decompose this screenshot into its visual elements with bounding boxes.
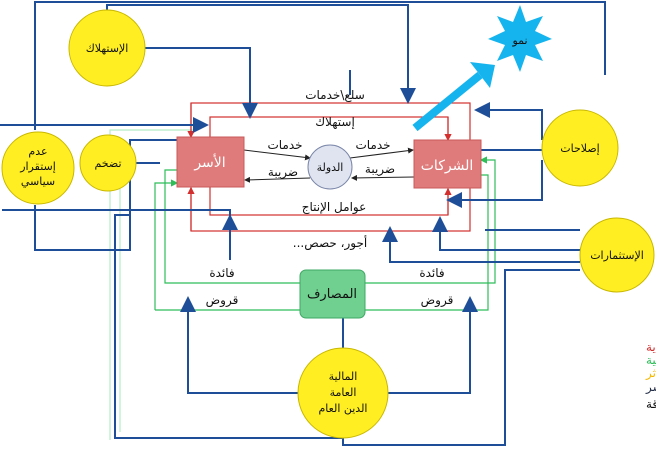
legend-economic: الدائرة الإقتصادية — [646, 340, 656, 355]
tax-right-label: ضريبة — [365, 162, 395, 177]
banks-label: المصارف — [307, 287, 357, 302]
factors-of-production-label: عوامل الإنتاج — [302, 200, 367, 215]
state-label: الدولة — [317, 161, 344, 174]
services-right-label: خدمات — [355, 138, 390, 152]
consumption-circle[interactable] — [68, 9, 146, 87]
tax-left-label: ضريبة — [268, 165, 298, 180]
households-label: الأسر — [193, 153, 225, 171]
public-finance-circle[interactable] — [297, 347, 389, 439]
banks-box[interactable]: المصارف — [299, 269, 366, 319]
instability-label-1: عدم — [28, 145, 47, 158]
author-credit: د. جاسم عجاقة — [646, 397, 656, 411]
households-box[interactable]: الأسر — [176, 136, 245, 188]
interest-left-label: فائدة — [209, 266, 234, 280]
public-finance-label-3: الدين العام — [319, 402, 368, 415]
firms-label: الشركات — [421, 158, 473, 174]
public-finance-label-2: العامة — [330, 386, 357, 399]
goods-services-label: سلع\خدمات — [305, 88, 365, 102]
firms-box[interactable]: الشركات — [413, 139, 482, 189]
wages-shares-label: أجور، حصص... — [293, 235, 367, 251]
reforms-circle[interactable] — [541, 109, 619, 187]
public-finance-label-1: المالية — [329, 370, 358, 383]
legend-direct: تأثير مباشر — [645, 378, 656, 395]
instability-circle[interactable] — [1, 131, 75, 205]
state-flow-arrows — [243, 147, 415, 183]
growth-arrow-head — [470, 62, 495, 88]
financial-circuit-lines — [109, 129, 496, 440]
consumption-flow-label: إستهلاك — [315, 115, 355, 129]
legend-factors: عوامل التأثر — [645, 364, 656, 381]
growth-arrow — [412, 71, 483, 132]
legend: الدائرة الإقتصادية الدائرة المالية عوامل… — [645, 340, 656, 411]
inflation-circle[interactable] — [79, 134, 137, 192]
reforms-label: إصلاحات — [560, 142, 599, 155]
investments-label: الإستثمارات — [590, 249, 644, 262]
state-circle[interactable]: الدولة — [307, 144, 353, 190]
instability-label-3: سياسي — [21, 175, 55, 188]
growth-star — [488, 5, 552, 72]
interest-right-label: فائدة — [419, 266, 444, 280]
services-left-label: خدمات — [267, 138, 302, 152]
legend-financial: الدائرة المالية — [646, 353, 656, 368]
instability-label-2: إستقرار — [19, 160, 56, 173]
investments-circle[interactable] — [579, 217, 655, 293]
growth-label: نمو — [511, 34, 527, 47]
loans-right-label: قروض — [421, 293, 454, 308]
inflation-label: تضخم — [94, 157, 121, 170]
consumption-label: الإستهلاك — [86, 42, 129, 55]
loans-left-label: قروض — [206, 293, 239, 308]
